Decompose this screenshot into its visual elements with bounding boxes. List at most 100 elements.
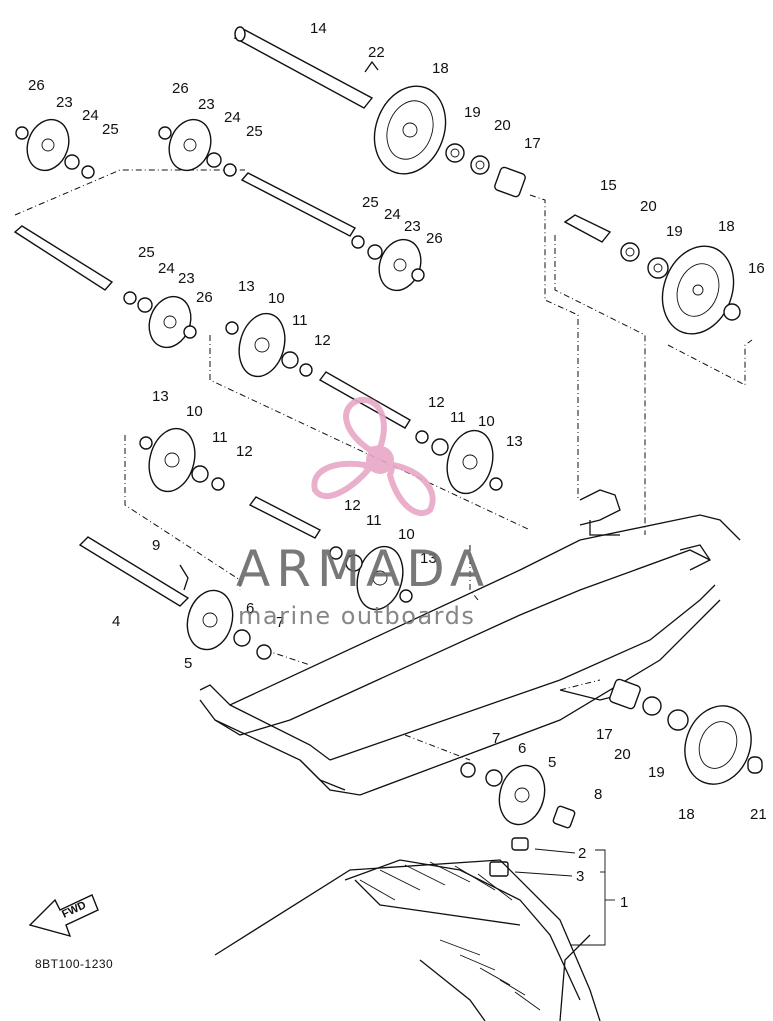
slide-rail-frame <box>199 489 741 796</box>
callout-16: 16 <box>748 260 765 277</box>
callout-26b: 26 <box>172 80 189 97</box>
callout-leaders <box>514 848 615 946</box>
diagram-code: 8BT100-1230 <box>35 957 113 971</box>
callout-17: 17 <box>524 135 541 152</box>
callout-20b: 20 <box>640 198 657 215</box>
callout-8: 8 <box>594 786 602 803</box>
callout-6b: 6 <box>518 740 526 757</box>
callout-3: 3 <box>576 868 584 885</box>
callout-25d: 25 <box>138 244 155 261</box>
callout-9: 9 <box>152 537 160 554</box>
callout-11c: 11 <box>450 409 466 426</box>
track-belt <box>214 859 601 1021</box>
callout-13: 13 <box>238 278 255 295</box>
callout-26d: 26 <box>196 289 213 306</box>
callout-24b: 24 <box>224 109 241 126</box>
rear-axle-shaft <box>233 29 374 109</box>
callout-13b: 13 <box>152 388 169 405</box>
propeller-logo <box>311 396 436 517</box>
clip-3 <box>489 861 509 877</box>
callout-18b: 18 <box>718 218 735 235</box>
callout-6: 6 <box>246 600 254 617</box>
wheel-23-b <box>168 118 212 172</box>
callout-7b: 7 <box>492 730 500 747</box>
idler-shaft-left <box>13 225 114 291</box>
callout-5: 5 <box>184 655 192 672</box>
nut-8 <box>552 805 576 829</box>
callout-11b: 11 <box>212 429 228 446</box>
callout-4: 4 <box>112 613 120 630</box>
callout-10d: 10 <box>398 526 415 543</box>
callout-17b: 17 <box>596 726 613 743</box>
collar-17-top <box>494 166 526 198</box>
callout-20c: 20 <box>614 746 631 763</box>
callout-1: 1 <box>620 894 628 911</box>
callout-23: 23 <box>56 94 73 111</box>
callout-12c: 12 <box>428 394 445 411</box>
wheel-10-b <box>148 427 196 493</box>
shafts <box>13 26 641 710</box>
callout-21: 21 <box>750 806 767 823</box>
idler-shaft-lower <box>248 496 321 539</box>
callout-10c: 10 <box>478 413 495 430</box>
wheel-23-a <box>26 118 70 172</box>
watermark-brand: ARMADA <box>236 540 490 598</box>
callout-15: 15 <box>600 177 617 194</box>
callout-18: 18 <box>432 60 449 77</box>
wheel-18-top <box>373 85 447 175</box>
callout-23b: 23 <box>198 96 215 113</box>
wheel-10-d <box>356 545 404 611</box>
callout-25b: 25 <box>246 123 263 140</box>
callout-14: 14 <box>310 20 327 37</box>
stud-2 <box>511 837 529 851</box>
callout-19b: 19 <box>666 223 683 240</box>
wheel-5-right <box>498 764 546 826</box>
collar-17-bottom <box>609 678 641 710</box>
callout-labels: 14 22 18 19 20 17 26 23 24 25 26 23 24 2… <box>28 20 767 911</box>
callout-13d: 13 <box>420 550 437 567</box>
callout-23c: 23 <box>404 218 421 235</box>
wheel-10-a <box>238 312 286 378</box>
callout-22: 22 <box>368 44 385 61</box>
wheel-10-c <box>446 429 494 495</box>
front-bolt-shaft <box>78 536 190 607</box>
callout-25c: 25 <box>362 194 379 211</box>
wheel-18-right <box>661 245 735 335</box>
callout-11: 11 <box>292 312 308 329</box>
callout-24c: 24 <box>384 206 401 223</box>
spacer-collar-15 <box>563 214 612 243</box>
callout-12d: 12 <box>344 497 361 514</box>
callout-24: 24 <box>82 107 99 124</box>
callout-10: 10 <box>268 290 285 307</box>
callout-23d: 23 <box>178 270 195 287</box>
callout-24d: 24 <box>158 260 175 277</box>
callout-7: 7 <box>276 614 284 631</box>
cotter-pin-22 <box>364 60 379 73</box>
wheel-23-c <box>378 238 422 292</box>
callout-11d: 11 <box>366 512 382 529</box>
callout-5b: 5 <box>548 754 556 771</box>
wheel-18-bottom <box>684 705 752 785</box>
cotter-pin-9 <box>179 564 189 591</box>
small-parts <box>15 60 763 877</box>
callout-12b: 12 <box>236 443 253 460</box>
wheels <box>26 85 752 826</box>
watermark-tagline: marine outboards <box>238 602 475 630</box>
cap-21 <box>747 756 763 774</box>
fwd-arrow: FWD <box>28 894 99 938</box>
callout-19: 19 <box>464 104 481 121</box>
idler-shaft-right <box>240 172 356 237</box>
callout-25: 25 <box>102 121 119 138</box>
callout-26c: 26 <box>426 230 443 247</box>
callout-2: 2 <box>578 845 586 862</box>
callout-18c: 18 <box>678 806 695 823</box>
callout-10b: 10 <box>186 403 203 420</box>
callout-13c: 13 <box>506 433 523 450</box>
callout-12: 12 <box>314 332 331 349</box>
assembly-guide-lines <box>14 169 753 761</box>
watermark: ARMADA marine outboards <box>236 396 490 630</box>
callout-26: 26 <box>28 77 45 94</box>
callout-19c: 19 <box>648 764 665 781</box>
